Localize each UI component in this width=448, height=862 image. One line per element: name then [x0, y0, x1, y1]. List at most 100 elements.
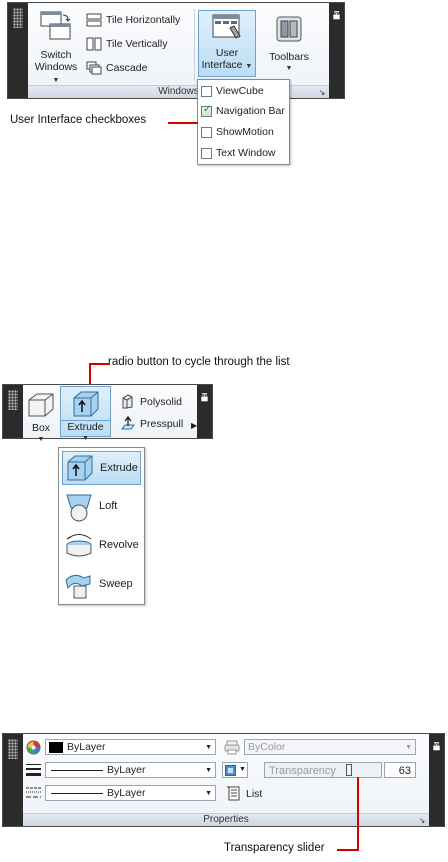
lineweight-value: ByLayer — [107, 764, 146, 776]
color-select[interactable]: ByLayer ▼ — [45, 739, 216, 755]
loft-menu-label: Loft — [99, 500, 118, 512]
cascade-label: Cascade — [106, 62, 148, 74]
sweep-menu-label: Sweep — [99, 578, 133, 590]
list-button[interactable]: List — [226, 786, 262, 801]
linetype-icon — [26, 787, 41, 798]
callout-transparency-slider: Transparency slider — [224, 842, 325, 854]
pin-icon[interactable]: ╤▀ — [433, 739, 440, 755]
list-label: List — [246, 787, 263, 800]
chevron-down-icon: ▼ — [205, 790, 212, 797]
line-sample — [51, 769, 103, 771]
checkbox[interactable] — [201, 126, 212, 138]
chevron-down-icon: ▼ — [52, 77, 60, 84]
extrude-label: Extrude — [67, 421, 104, 433]
dialog-launcher-icon[interactable]: ↘ — [318, 88, 326, 97]
color-value: ByLayer — [67, 741, 106, 753]
plot-style-select[interactable]: ByColor ▼ — [244, 739, 416, 755]
switch-windows-button[interactable]: Switch Windows ▼ — [30, 9, 80, 84]
properties-panel: ╤▀ ByLayer ▼ ByColor ▼ ByLayer ▼ ▼ Trans… — [2, 733, 445, 827]
panel-grip[interactable] — [3, 385, 23, 438]
slider-thumb[interactable] — [346, 764, 352, 776]
callout-ui-checkboxes: User Interface checkboxes — [10, 114, 147, 126]
chevron-down-icon: ▼ — [239, 766, 246, 773]
callout-line — [168, 122, 198, 124]
lineweight-select[interactable]: ByLayer ▼ — [45, 762, 216, 778]
revolve-menu-label: Revolve — [99, 539, 139, 551]
transparency-value-field[interactable]: 63 — [384, 762, 416, 778]
loft-icon — [66, 494, 92, 522]
user-interface-button[interactable]: User Interface ▼ — [198, 10, 256, 77]
lineweight-icon — [26, 764, 41, 776]
callout-radio-button: radio button to cycle through the list — [108, 356, 290, 368]
plot-style-value: ByColor — [248, 741, 286, 753]
cascade-icon — [86, 61, 102, 75]
polysolid-icon — [122, 394, 133, 409]
panel-right-grip[interactable]: ╤▀ — [329, 3, 344, 98]
extrude-menu-item[interactable]: Extrude — [62, 451, 141, 485]
chevron-down-icon: ▼ — [205, 767, 212, 774]
panel-grip[interactable] — [3, 734, 23, 826]
extrude-icon — [67, 455, 93, 481]
checkbox-label: ShowMotion — [216, 126, 274, 138]
panel-title: Properties — [203, 814, 249, 825]
presspull-icon — [121, 416, 135, 430]
checkbox[interactable] — [201, 85, 212, 97]
linetype-select[interactable]: ByLayer ▼ — [45, 785, 216, 801]
tile-horizontally-icon — [86, 13, 102, 27]
panel-footer: Properties ↘ — [23, 813, 429, 826]
pin-icon[interactable]: ╤▀ — [201, 390, 208, 406]
switch-windows-label-2: Windows — [34, 61, 78, 73]
chevron-down-icon: ▼ — [205, 744, 212, 751]
panel-right-grip[interactable]: ╤▀ — [429, 734, 444, 826]
transparency-icon — [225, 765, 236, 776]
user-interface-icon — [212, 14, 241, 39]
box-label: Box — [31, 422, 51, 434]
tile-horizontally-button[interactable]: Tile Horizontally — [86, 13, 180, 27]
polysolid-button[interactable]: Polysolid — [120, 394, 182, 409]
tile-vertically-label: Tile Vertically — [106, 38, 168, 50]
color-wheel-icon — [26, 740, 41, 755]
transparency-mode-button[interactable]: ▼ — [222, 762, 248, 778]
presspull-label: Presspull — [140, 417, 184, 430]
transparency-slider[interactable]: Transparency — [264, 762, 382, 778]
loft-menu-item[interactable]: Loft — [62, 490, 141, 524]
split-divider — [61, 420, 110, 421]
tile-vertically-button[interactable]: Tile Vertically — [86, 37, 167, 51]
extrude-menu-label: Extrude — [100, 462, 138, 474]
user-interface-menu: ViewCube Navigation Bar ShowMotion Text … — [197, 79, 290, 165]
cascade-button[interactable]: Cascade — [86, 61, 147, 75]
box-button[interactable]: Box▼ — [25, 389, 57, 443]
box-icon — [28, 393, 54, 417]
toolbars-button[interactable]: Toolbars ▼ — [262, 10, 316, 77]
checkbox[interactable] — [201, 147, 212, 159]
panel-grip[interactable] — [8, 3, 28, 98]
polysolid-label: Polysolid — [140, 395, 183, 408]
sweep-icon — [65, 574, 91, 599]
checkbox-checked[interactable] — [201, 104, 212, 117]
dialog-launcher-icon[interactable]: ↘ — [418, 816, 426, 825]
panel-right-grip[interactable]: ╤▀ — [197, 385, 212, 438]
menu-item-navigation-bar[interactable]: Navigation Bar — [201, 102, 285, 120]
sweep-menu-item[interactable]: Sweep — [62, 568, 141, 602]
revolve-menu-item[interactable]: Revolve — [62, 529, 141, 563]
panel-expand-arrow-icon[interactable]: ▶ — [191, 421, 198, 430]
chevron-down-icon: ▼ — [405, 744, 412, 751]
presspull-button[interactable]: Presspull — [120, 416, 183, 431]
callout-line — [337, 849, 359, 851]
transparency-label: Transparency — [269, 765, 336, 777]
menu-item-text-window[interactable]: Text Window — [201, 144, 276, 162]
color-swatch — [49, 741, 63, 753]
extrude-icon — [73, 391, 99, 417]
extrude-split-button[interactable]: Extrude▼ — [60, 386, 111, 442]
chevron-down-icon: ▼ — [285, 65, 293, 72]
menu-item-showmotion[interactable]: ShowMotion — [201, 123, 274, 141]
checkbox-label: Navigation Bar — [216, 105, 285, 117]
callout-line — [89, 363, 91, 385]
callout-line — [89, 363, 109, 365]
separator — [194, 9, 195, 81]
chevron-down-icon: ▼ — [245, 63, 253, 70]
pin-icon[interactable]: ╤▀ — [333, 8, 340, 24]
menu-item-viewcube[interactable]: ViewCube — [201, 82, 264, 100]
tile-horizontally-label: Tile Horizontally — [106, 14, 181, 26]
revolve-icon — [66, 534, 92, 557]
